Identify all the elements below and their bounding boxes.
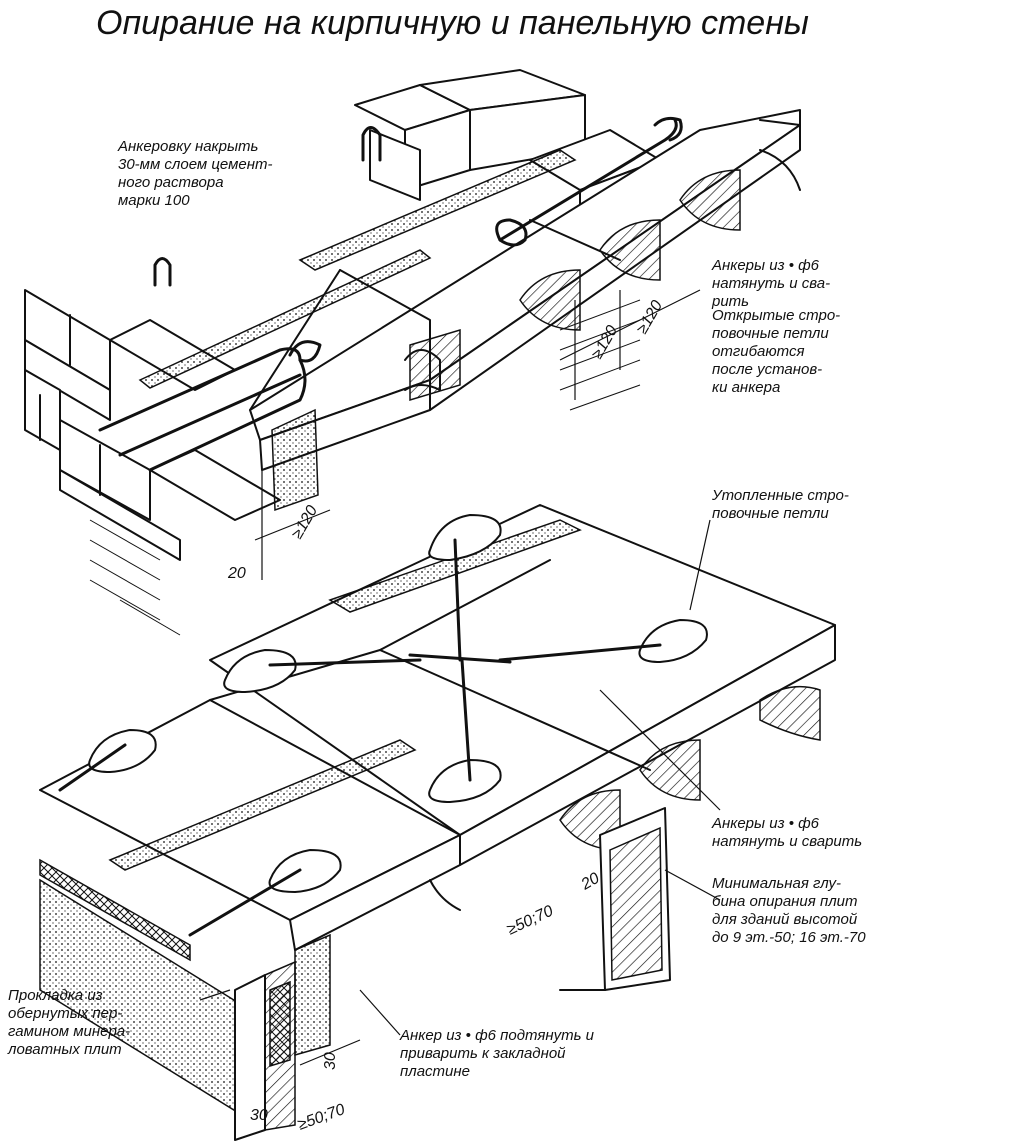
hollow-core-slabs-top [138, 109, 801, 512]
dim-50-70-right: ≥50;70 [505, 903, 557, 939]
brick-wall-detail [24, 69, 801, 636]
anchors-bottom [58, 538, 662, 937]
dim-20-top: 20 [227, 565, 246, 582]
dim-20-bottom: 20 [578, 870, 603, 894]
panel-wall-left [39, 858, 361, 1141]
dim-30-vertical: 30 [322, 1052, 339, 1070]
recessed-loops [88, 514, 708, 893]
note-recessed-loops: Утопленные стро-повочные петли [711, 487, 849, 522]
page-title: Опирание на кирпичную и панельную стены [96, 4, 809, 42]
anchors-top [98, 116, 683, 472]
panel-wall-right [559, 807, 671, 991]
dim-50-70-left: ≥50;70 [296, 1101, 348, 1134]
dim-120-mid: ≥120 [589, 323, 622, 362]
panel-wall-detail [39, 504, 836, 1141]
svg-text:Утопленные стро-повочные петли: Утопленные стро-повочные петли [711, 487, 849, 522]
dim-120-left: ≥120 [289, 503, 322, 542]
dim-30-horizontal: 30 [250, 1107, 268, 1124]
dim-120-right: ≥120 [634, 298, 667, 337]
